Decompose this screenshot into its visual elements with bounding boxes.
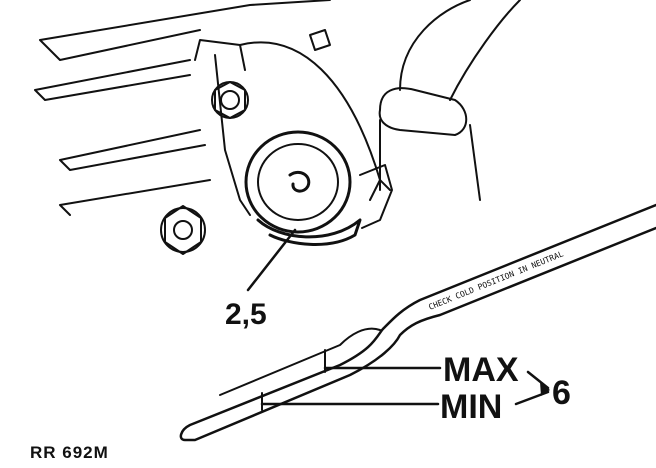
engine-block-outline	[34, 0, 331, 216]
dipstick-blade-edge	[219, 327, 381, 396]
top-fitting-icon	[309, 29, 331, 51]
max-label: MAX	[443, 351, 519, 389]
upper-bolt-icon	[211, 81, 249, 119]
dipstick-outline	[179, 203, 656, 442]
hose-lower	[379, 119, 481, 201]
dipstick-cap-icon	[244, 130, 362, 246]
clip-outline	[359, 164, 393, 229]
min-label: MIN	[440, 388, 502, 426]
bracket-outline	[194, 39, 251, 216]
group-ref-label: 6	[552, 374, 571, 412]
hose-outline	[378, 0, 521, 136]
part-ref-label: 2,5	[225, 298, 267, 331]
dipstick-engraving: CHECK COLD POSITION IN NEUTRAL	[427, 249, 565, 312]
part-ref-leader	[246, 228, 297, 292]
cover-outline	[239, 41, 391, 201]
group-arrow	[540, 382, 550, 396]
figure-code: RR 692M	[30, 443, 109, 462]
lower-bolt-icon	[160, 205, 206, 255]
